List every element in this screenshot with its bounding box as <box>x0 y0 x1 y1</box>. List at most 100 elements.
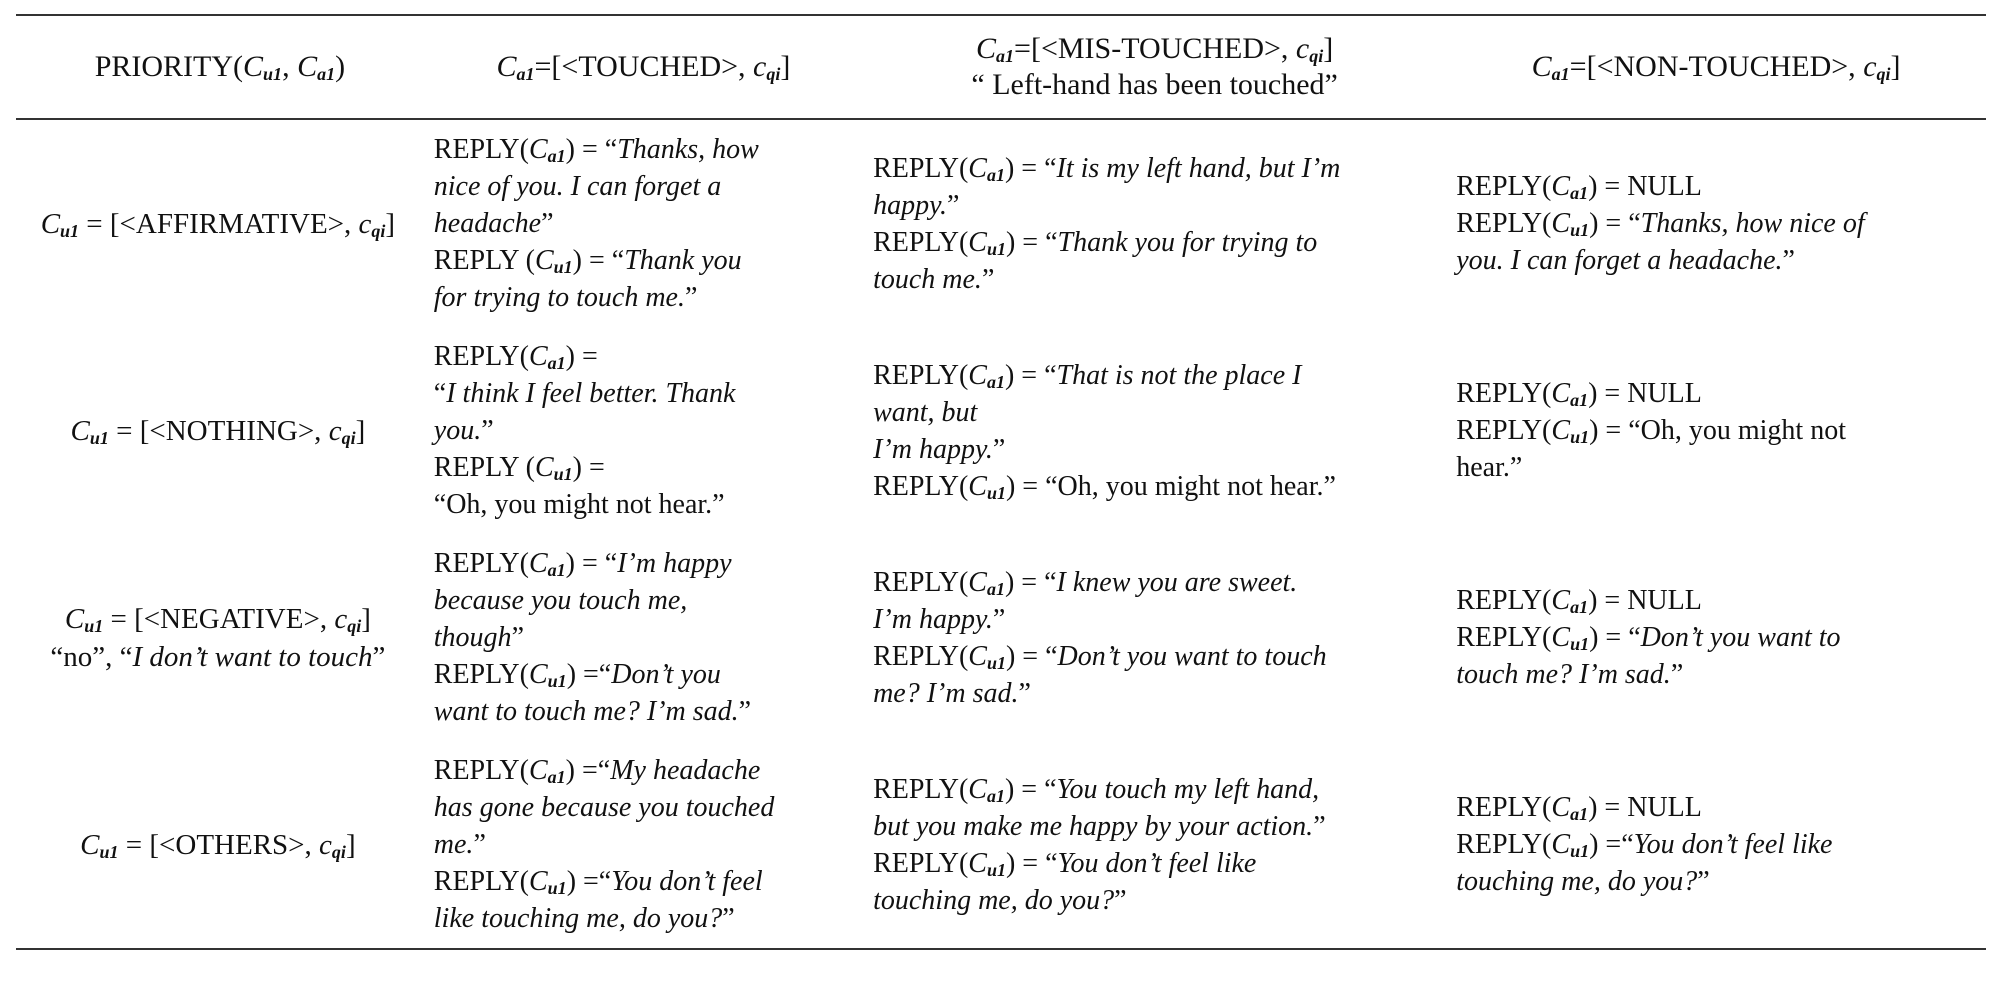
reply-quote: Thanks, how <box>617 134 759 165</box>
subscript: u1 <box>1570 634 1590 654</box>
reply-text: REPLY( <box>1456 585 1552 616</box>
subscript: a1 <box>986 371 1005 392</box>
row-head-expression: Cu1 = [<AFFIRMATIVE>, cqi] <box>26 205 410 243</box>
math-variable: C <box>64 602 85 635</box>
math-variable: c <box>319 828 332 861</box>
reply-line: I’m happy.” <box>873 431 1432 468</box>
reply-text: ) = “ <box>572 245 625 276</box>
reply-quote: Thank you <box>624 245 742 276</box>
math-variable: C <box>1551 585 1571 616</box>
reply-text: ” <box>1670 659 1684 690</box>
reply-line: I’m happy.” <box>873 601 1432 638</box>
reply-line: REPLY(Cu1) = “Oh, you might not hear.” <box>873 468 1432 505</box>
reply-line: REPLY (Cu1) = <box>434 449 849 486</box>
reply-text: ) = <box>565 341 598 372</box>
reply-text: REPLY( <box>433 659 529 690</box>
reply-text: REPLY( <box>873 566 969 598</box>
header-priority: PRIORITY(Cu1, Ca1) <box>94 50 346 84</box>
subscript: u1 <box>986 482 1006 503</box>
reply-line: me? I’m sad.” <box>873 675 1432 712</box>
row-head-expression: Cu1 = [<NOTHING>, cqi] <box>26 412 410 450</box>
category-text: = [<NOTHING>, <box>108 414 329 447</box>
reply-text: ” <box>511 622 524 653</box>
math-variable: c <box>358 207 372 240</box>
math-variable: C <box>1551 171 1571 202</box>
reply-quote: You don’t feel <box>611 866 763 897</box>
reply-text: ” <box>946 189 960 221</box>
math-variable: C <box>1551 829 1571 860</box>
reply-line: REPLY(Cu1) = “Oh, you might not <box>1456 412 1972 449</box>
reply-line: REPLY(Ca1) =“My headache <box>434 752 849 789</box>
reply-line: REPLY(Cu1) = “Thank you for trying to <box>873 224 1432 261</box>
reply-text: ” <box>1114 884 1127 916</box>
reply-cell-touched: REPLY(Ca1) =“I think I feel better. Than… <box>424 327 863 534</box>
reply-line: touch me? I’m sad.” <box>1456 656 1972 693</box>
reply-text: ) =“ <box>565 755 611 786</box>
reply-quote: touching me, do you? <box>873 884 1115 916</box>
table-row: Cu1 = [<NEGATIVE>, cqi]“no”, “I don’t wa… <box>16 534 1986 741</box>
reply-quote: You touch my left hand, <box>1056 773 1320 805</box>
reply-text: REPLY( <box>873 640 969 672</box>
subscript: a1 <box>986 785 1005 806</box>
reply-text: ) = “ <box>1589 208 1641 239</box>
reply-text: REPLY( <box>873 470 969 502</box>
reply-quote: though <box>433 622 512 653</box>
subscript: u1 <box>553 257 573 277</box>
subscript: a1 <box>1570 597 1589 617</box>
reply-text: ” <box>1018 677 1031 709</box>
reply-text: ) =“ <box>1589 829 1634 860</box>
note-text: I don’t want to touch <box>132 640 373 673</box>
reply-quote: want to touch me? I’m sad. <box>433 696 739 727</box>
reply-text: ) = “ <box>1004 773 1057 805</box>
reply-quote: happy. <box>873 189 947 221</box>
reply-quote: Don’t you <box>611 659 721 690</box>
reply-quote: That is not the place I <box>1056 359 1302 391</box>
reply-text: ) = “Oh, you might not <box>1589 415 1846 446</box>
reply-line: REPLY(Cu1) =“You don’t feel <box>434 863 849 900</box>
reply-line: touch me.” <box>873 261 1432 298</box>
row-head-user-category: Cu1 = [<AFFIRMATIVE>, cqi] <box>16 119 424 327</box>
header-mis-touched-note: “ Left-hand has been touched” <box>971 68 1338 101</box>
reply-text: ) = <box>572 452 605 483</box>
note-text: ” <box>372 640 386 673</box>
row-head-user-category: Cu1 = [<OTHERS>, cqi] <box>16 741 424 949</box>
math-variable: C <box>528 134 548 165</box>
reply-line: you.” <box>434 412 849 449</box>
math-variable: C <box>1551 415 1571 446</box>
subscript: a1 <box>547 767 566 787</box>
reply-text: REPLY( <box>1456 171 1552 202</box>
reply-quote: I’m happy. <box>873 603 993 635</box>
table-header: PRIORITY(Cu1, Ca1) Ca1=[<TOUCHED>, cqi] … <box>16 15 1986 119</box>
math-variable: C <box>528 866 548 897</box>
table-row: Cu1 = [<NOTHING>, cqi] REPLY(Ca1) =“I thi… <box>16 327 1986 534</box>
reply-quote: Don’t you want to touch <box>1057 640 1327 672</box>
row-head-note: “no”, “I don’t want to touch” <box>26 638 410 676</box>
reply-priority-table: PRIORITY(Cu1, Ca1) Ca1=[<TOUCHED>, cqi] … <box>16 14 1986 950</box>
row-head-expression: Cu1 = [<OTHERS>, cqi] <box>26 826 410 864</box>
subscript: u1 <box>99 841 119 862</box>
math-variable: C <box>528 548 548 579</box>
bracket: ] <box>385 207 396 240</box>
table-row: Cu1 = [<OTHERS>, cqi] REPLY(Ca1) =“My hea… <box>16 741 1986 949</box>
reply-line: though” <box>434 619 849 656</box>
reply-quote: You don’t feel like <box>1057 847 1257 879</box>
math-variable: C <box>528 659 548 690</box>
reply-text: ) =“ <box>566 866 612 897</box>
reply-text: REPLY( <box>1456 622 1552 653</box>
header-mis-touched: Ca1=[<MIS-TOUCHED>, cqi]“ Left-hand has … <box>863 15 1446 119</box>
reply-line: REPLY(Cu1) =“You don’t feel like <box>1456 826 1972 863</box>
reply-text: REPLY ( <box>433 245 535 276</box>
reply-quote: you. I can forget a headache. <box>1456 245 1783 276</box>
reply-line: REPLY (Cu1) = “Thank you <box>434 242 849 279</box>
reply-text: ” <box>541 208 554 239</box>
math-variable: C <box>1551 622 1571 653</box>
reply-quote: headache <box>433 208 542 239</box>
reply-line: want to touch me? I’m sad.” <box>434 693 849 730</box>
reply-line: REPLY(Cu1) = “You don’t feel like <box>873 845 1432 882</box>
reply-text: ) = NULL <box>1588 792 1702 823</box>
reply-text: ) = NULL <box>1588 585 1702 616</box>
reply-priority-table-container: PRIORITY(Cu1, Ca1) Ca1=[<TOUCHED>, cqi] … <box>16 14 1986 950</box>
